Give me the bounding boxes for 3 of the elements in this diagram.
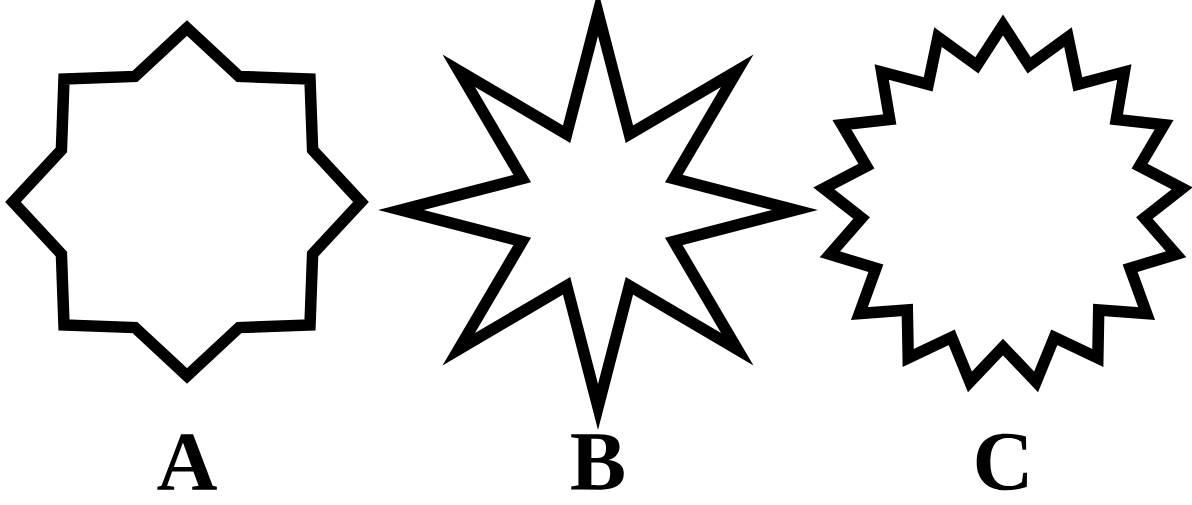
letter-label: C [976, 433, 1027, 491]
letter-label: B [571, 434, 624, 490]
letter-label: A [157, 434, 217, 490]
